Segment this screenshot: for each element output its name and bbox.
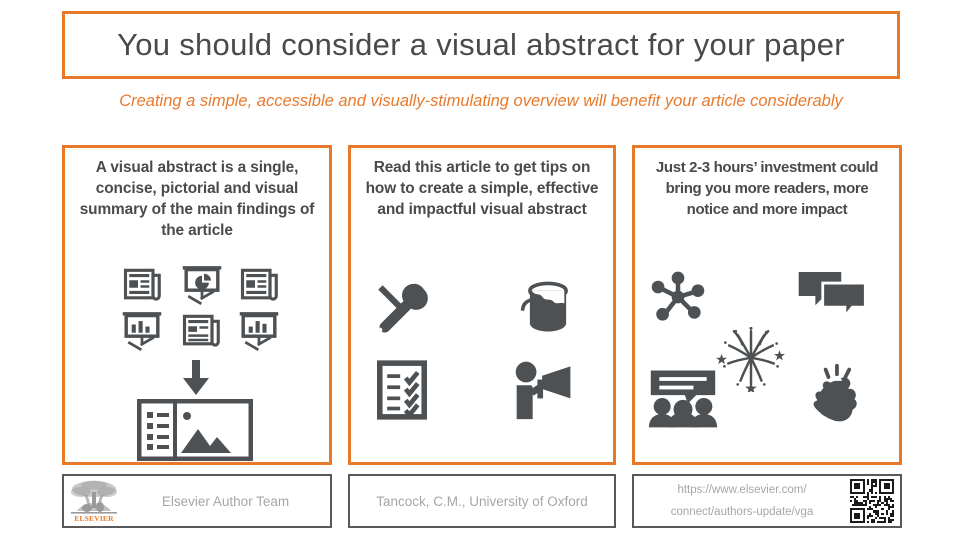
paint-bucket-icon — [520, 281, 568, 332]
panel-1-heading: A visual abstract is a single, concise, … — [79, 159, 315, 239]
footer-3-url: https://www.elsevier.com/ connect/author… — [634, 479, 850, 523]
presentation-pie-chart-icon — [182, 266, 222, 305]
elsevier-wordmark: ELSEVIER — [74, 514, 114, 523]
clapping-hands-icon — [813, 363, 857, 422]
audience-icon — [648, 370, 718, 428]
qr-code[interactable] — [850, 479, 894, 523]
url-line-2[interactable]: connect/authors-update/vga — [670, 506, 814, 518]
footer-elsevier-author-team: ELSEVIER Elsevier Author Team — [62, 474, 332, 528]
elsevier-logo: ELSEVIER — [67, 478, 121, 524]
newspaper-icon — [123, 268, 161, 301]
person-megaphone-icon — [515, 361, 571, 420]
panel-2-heading: Read this article to get tips on how to … — [365, 159, 599, 218]
network-hub-icon — [651, 271, 705, 321]
presentation-bar-chart-icon — [122, 312, 162, 351]
newspaper-icon — [182, 314, 220, 347]
presentation-bar-chart-icon — [239, 312, 279, 351]
footer-1-text: Elsevier Author Team — [161, 493, 290, 509]
panel-3-heading: Just 2-3 hours’ investment could bring y… — [655, 159, 879, 218]
fireworks-icon — [716, 326, 785, 392]
checklist-icon — [377, 360, 427, 420]
visual-abstract-slide-icon — [137, 399, 253, 461]
panel-visual-abstract-definition: A visual abstract is a single, concise, … — [62, 145, 332, 465]
footer-author-affiliation: Tancock, C.M., University of Oxford — [348, 474, 616, 528]
footer-2-text: Tancock, C.M., University of Oxford — [376, 493, 588, 509]
speech-bubbles-icon — [798, 271, 867, 321]
panel-2-icon-area — [351, 256, 613, 462]
panel-read-article-tips: Read this article to get tips on how to … — [348, 145, 616, 465]
url-line-1[interactable]: https://www.elsevier.com/ — [677, 484, 807, 496]
newspaper-icon — [240, 268, 278, 301]
tools-icon — [378, 283, 428, 333]
panel-impact-benefits: Just 2-3 hours’ investment could bring y… — [632, 145, 902, 465]
page-title: You should consider a visual abstract fo… — [117, 27, 845, 62]
subtitle-text: Creating a simple, accessible and visual… — [119, 92, 843, 110]
footer-url-qr: https://www.elsevier.com/ connect/author… — [632, 474, 902, 528]
panel-1-icon-area — [65, 256, 329, 462]
panel-3-icon-area — [635, 256, 899, 462]
down-arrow-icon — [183, 360, 209, 395]
title-banner: You should consider a visual abstract fo… — [62, 11, 900, 79]
